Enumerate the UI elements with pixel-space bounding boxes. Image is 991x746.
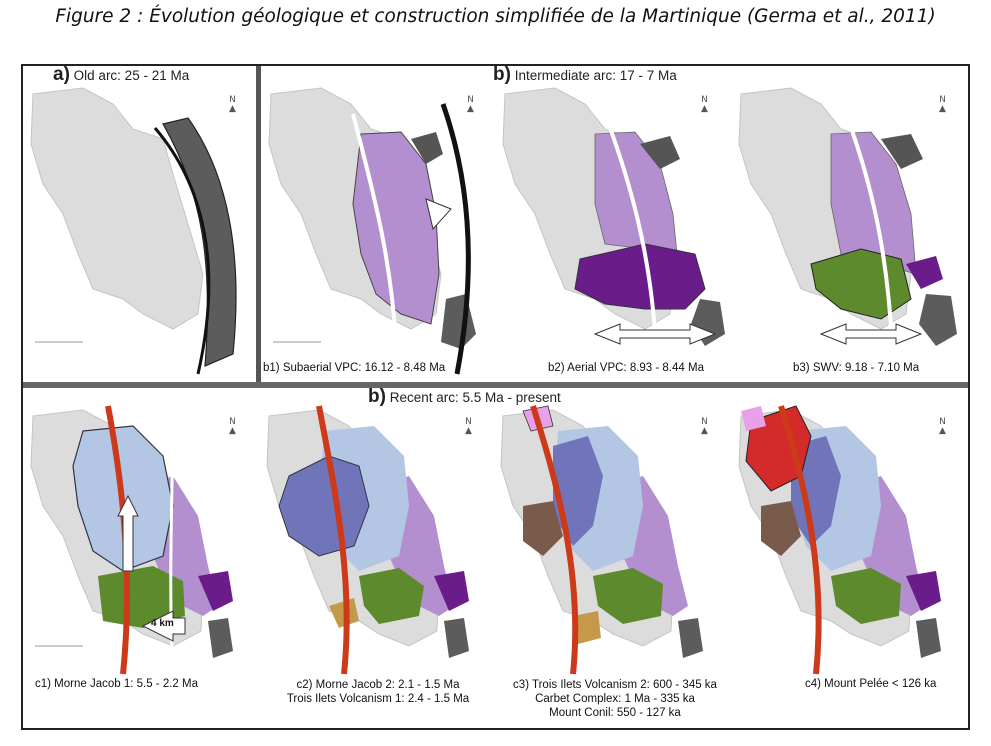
carbet-zone <box>523 501 563 556</box>
label-c2-line2: Trois Ilets Volcanism 1: 2.4 - 1.5 Ma <box>286 693 470 705</box>
aerial-vpc-remnant <box>906 571 941 611</box>
north-arrow-icon: N▲ <box>701 95 708 114</box>
migration-arrow <box>425 198 452 231</box>
carbet-zone <box>761 501 801 556</box>
old-arc-remnant <box>678 618 703 658</box>
label-c4: c4) Mount Pelée < 126 ka <box>805 678 937 690</box>
north-arrow-icon: N▲ <box>939 95 946 114</box>
map-c1 <box>30 405 233 675</box>
old-arc-axis <box>153 127 211 375</box>
swv-zone <box>810 248 912 320</box>
map-b1 <box>268 87 476 375</box>
map-b2 <box>502 87 725 375</box>
aerial-vpc-remnant <box>434 571 469 611</box>
old-arc-remnant <box>208 618 233 658</box>
intermediate-arc-title: Intermediate arc: 17 - 7 Ma <box>514 68 677 83</box>
intermediate-arc-letter: b) <box>493 64 511 85</box>
label-c3-line3: Mount Conil: 550 - 127 ka <box>549 707 681 719</box>
north-arrow-icon: N▲ <box>229 95 236 114</box>
trois-ilets-2-zone <box>573 611 601 644</box>
label-b2: b2) Aerial VPC: 8.93 - 8.44 Ma <box>548 362 704 374</box>
map-old-arc <box>30 87 237 375</box>
old-arc-remnant-south <box>919 294 957 346</box>
swv-zone <box>359 568 424 624</box>
north-arrow-icon: N▲ <box>701 417 708 436</box>
map-c4 <box>738 405 941 675</box>
old-arc-remnant <box>640 136 680 169</box>
vpc-subaerial-zone <box>352 131 440 325</box>
label-c1: c1) Morne Jacob 1: 5.5 - 2.2 Ma <box>35 678 198 690</box>
figure-frame: a) Old arc: 25 - 21 Ma b) Intermediate a… <box>21 64 970 730</box>
old-arc-letter: a) <box>53 64 70 85</box>
old-arc-title: Old arc: 25 - 21 Ma <box>73 68 190 83</box>
extension-arrow <box>593 323 717 345</box>
label-c3-line2: Carbet Complex: 1 Ma - 335 ka <box>535 693 695 705</box>
map-b3 <box>738 87 957 375</box>
map-c3 <box>500 405 703 675</box>
label-c3-line1: c3) Trois Ilets Volcanism 2: 600 - 345 k… <box>513 679 717 691</box>
vertical-separator <box>256 66 261 382</box>
figure-caption: Figure 2 : Évolution géologique et const… <box>55 6 936 27</box>
old-arc-remnant-south <box>441 294 476 349</box>
swv-zone <box>98 566 185 628</box>
aerial-vpc-remnant <box>906 256 943 289</box>
distance-arrow <box>141 610 186 642</box>
horizontal-separator <box>23 382 968 388</box>
map-c2 <box>266 405 469 675</box>
recent-arc-header: b) Recent arc: 5.5 Ma - present <box>368 386 561 408</box>
old-arc-remnant <box>916 618 941 658</box>
island-outline <box>30 87 204 330</box>
north-arrow-icon: N▲ <box>229 417 236 436</box>
recent-arc-letter: b) <box>368 386 386 407</box>
aerial-vpc-remnant <box>198 571 233 611</box>
recent-arc-axis-red <box>778 405 822 675</box>
label-b3: b3) SWV: 9.18 - 7.10 Ma <box>793 362 920 374</box>
old-arc-remnant <box>444 618 469 658</box>
old-arc-header: a) Old arc: 25 - 21 Ma <box>53 64 189 86</box>
old-arc-axis <box>440 103 471 375</box>
aerial-vpc-zone <box>574 243 706 310</box>
recent-arc-title: Recent arc: 5.5 Ma - present <box>389 390 561 405</box>
old-arc-remnant <box>411 132 443 164</box>
label-b1: b1) Subaerial VPC: 16.12 - 8.48 Ma <box>263 362 446 374</box>
morne-jacob-2-zone <box>278 455 370 557</box>
distance-label: 4 km <box>151 618 174 629</box>
north-arrow-icon: N▲ <box>465 417 472 436</box>
migration-arrow <box>117 494 139 572</box>
arc-axis-white <box>351 113 398 345</box>
extension-arrow <box>819 323 923 345</box>
intermediate-arc-header: b) Intermediate arc: 17 - 7 Ma <box>493 64 677 86</box>
recent-arc-axis-red <box>316 405 350 675</box>
swv-zone <box>831 568 901 624</box>
recent-arc-axis-red <box>530 405 579 675</box>
label-c3: c3) Trois Ilets Volcanism 2: 600 - 345 k… <box>497 678 733 720</box>
old-arc-remnant <box>881 134 923 169</box>
north-arrow-icon: N▲ <box>939 417 946 436</box>
north-arrow-icon: N▲ <box>467 95 474 114</box>
swv-zone <box>593 568 663 624</box>
label-c2-line1: c2) Morne Jacob 2: 2.1 - 1.5 Ma <box>296 679 460 691</box>
conil-zone <box>741 406 766 431</box>
label-c2: c2) Morne Jacob 2: 2.1 - 1.5 Ma Trois Il… <box>265 678 491 706</box>
